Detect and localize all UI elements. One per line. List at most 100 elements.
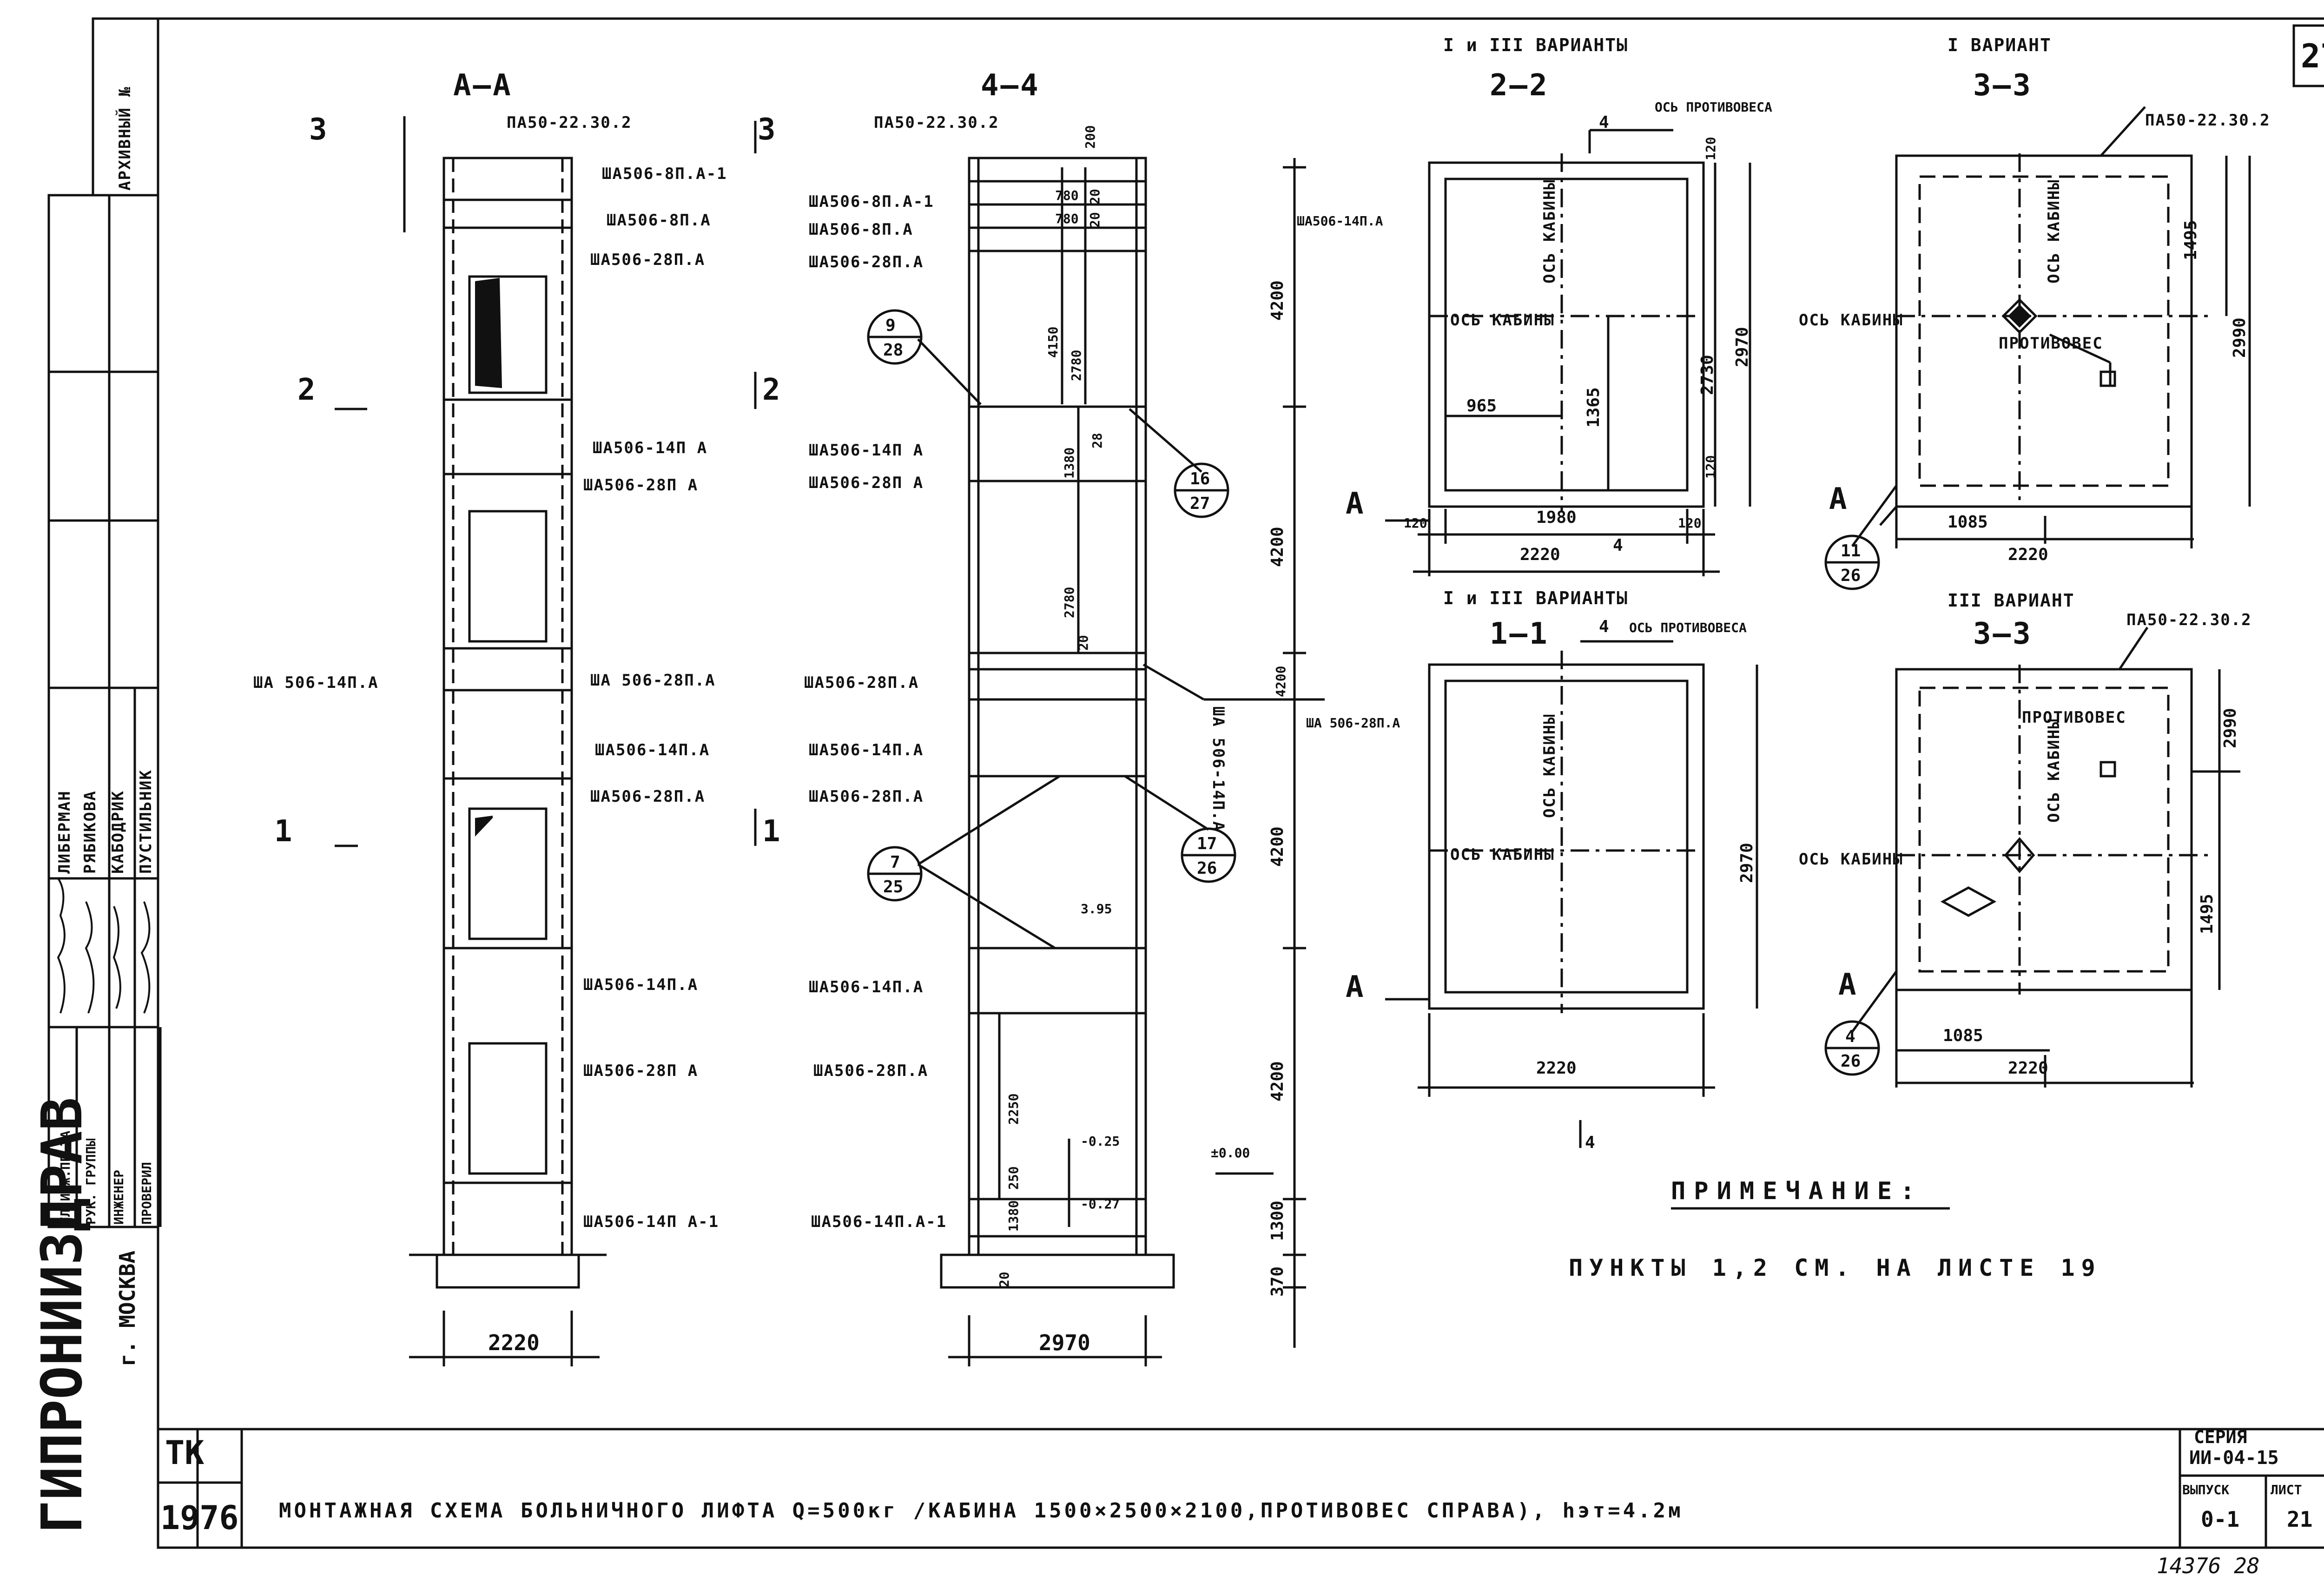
s22-cut-b: 4 <box>1613 536 1623 555</box>
aa-label: ША506-14П А <box>593 439 707 457</box>
name-checker: ПУСТИЛЬНИК <box>137 769 155 874</box>
section-44-title: 4—4 <box>981 68 1040 103</box>
section-44-geometry <box>917 157 1325 1366</box>
s44-dim-inner: 20 <box>1076 635 1091 651</box>
s22-dim-left: 120 <box>1404 515 1427 531</box>
tb-year: 1976 <box>160 1499 239 1537</box>
s33b-variant: III ВАРИАНТ <box>1948 590 2075 611</box>
s22-axis-cab-h: ОСЬ КАБИНЫ <box>1450 311 1555 330</box>
tb-issue-value: 0-1 <box>2201 1507 2239 1532</box>
s44-dim-inner: 200 <box>1083 125 1098 149</box>
s44-dim-inner: 20 <box>1087 212 1103 228</box>
role-group: РУК. ГРУППЫ <box>83 1138 99 1225</box>
s44-dim-inner: 780 <box>1055 188 1079 203</box>
s44-dim-inner: 2780 <box>1062 587 1077 618</box>
sheet-number: 27 <box>2301 37 2324 75</box>
s44-label: ША506-14П.А-1 <box>811 1213 947 1231</box>
s33b-dim: 1085 <box>1943 1026 1983 1045</box>
bubble-den: 26 <box>1197 859 1217 878</box>
aa-label: ША506-8П.А-1 <box>602 165 727 183</box>
s11-a-label: А <box>1346 970 1366 1004</box>
s44-label: ША506-14П.А <box>809 978 924 996</box>
s11-axis-cab-h: ОСЬ КАБИНЫ <box>1450 845 1555 864</box>
tb-series-value: ИИ-04-15 <box>2189 1447 2279 1469</box>
s33b-dim: 1495 <box>2198 894 2217 934</box>
bubble-num: 9 <box>885 316 896 335</box>
bubble-num: 4 <box>1845 1027 1855 1046</box>
s33a-top-label: ПА50-22.30.2 <box>2145 111 2271 130</box>
s44-vert-label: ША 506-14П.А <box>1209 706 1228 832</box>
s44-label: ША506-28П.А <box>804 673 919 692</box>
s33b-dim: 2220 <box>2008 1059 2048 1078</box>
tb-sheet-value: 21 <box>2287 1507 2312 1532</box>
s33a-dim: 1085 <box>1948 513 1988 532</box>
section-aa-cut2-right: 2 <box>762 373 782 407</box>
s33a-axis-cab-h: ОСЬ КАБИНЫ <box>1799 311 1903 330</box>
bubble-den: 26 <box>1841 566 1861 585</box>
s33a-axis-cab: ОСЬ КАБИНЫ <box>2045 179 2063 284</box>
s22-dim: 965 <box>1466 396 1497 415</box>
s22-left-label: ША506-14П.А <box>1297 213 1383 229</box>
s11-axis-cw: ОСЬ ПРОТИВОВЕСА <box>1629 620 1747 635</box>
tb-series-label: СЕРИЯ <box>2194 1427 2247 1447</box>
aa-label: ША 506-28П.А <box>590 671 716 690</box>
s44-dim-right: 4200 <box>1273 666 1288 697</box>
section-22-geometry <box>1385 129 1751 576</box>
section-aa-cut3-right: 3 <box>758 112 778 147</box>
tb-code: ТК <box>165 1434 204 1472</box>
s11-cut: 4 <box>1599 617 1609 636</box>
section-aa-top-label: ПА50-22.30.2 <box>507 113 632 132</box>
section-aa-cut1-left: 1 <box>274 814 294 849</box>
bubble-den: 26 <box>1841 1052 1861 1071</box>
section-11-geometry <box>1385 640 1758 1148</box>
s22-dim: 2220 <box>1520 545 1560 564</box>
s22-title: 2—2 <box>1490 68 1549 103</box>
aa-label: ША506-14П А-1 <box>583 1213 719 1231</box>
note-text: ПУНКТЫ 1,2 СМ. НА ЛИСТЕ 19 <box>1569 1254 2102 1281</box>
aa-label: ША506-28П А <box>583 476 698 495</box>
s22-dim: 120 <box>1703 455 1718 479</box>
bubble-den: 25 <box>883 877 903 897</box>
bubble-den: 27 <box>1190 494 1210 513</box>
s11-axis-cab: ОСЬ КАБИНЫ <box>1540 713 1559 818</box>
aa-label: ША506-28П.А <box>590 787 705 806</box>
s44-dim-inner: 250 <box>1006 1166 1021 1190</box>
s44-dim-right: 4200 <box>1268 280 1287 321</box>
section-aa-cut1-right: 1 <box>762 814 782 849</box>
s22-dim: 2730 <box>1698 355 1717 395</box>
s44-label: ША506-8П.А-1 <box>809 192 934 211</box>
s44-dim-inner: 2250 <box>1006 1094 1021 1125</box>
s33a-a-label: А <box>1829 482 1849 516</box>
s22-dim: 2970 <box>1733 327 1752 367</box>
s22-cut: 4 <box>1599 113 1609 132</box>
s33b-axis-cab-h: ОСЬ КАБИНЫ <box>1799 850 1903 869</box>
aa-bottom-dim: 2220 <box>488 1330 540 1355</box>
role-checker: ПРОВЕРИЛ <box>139 1162 154 1225</box>
s11-dim: 2220 <box>1536 1059 1577 1078</box>
s44-dim-right: 4200 <box>1268 527 1287 567</box>
s22-variant: I и III ВАРИАНТЫ <box>1443 35 1628 55</box>
tb-sheet-label: ЛИСТ <box>2271 1482 2302 1497</box>
s33b-axis-cab: ОСЬ КАБИНЫ <box>2045 718 2063 823</box>
s33b-top-label: ПА50-22.30.2 <box>2126 611 2252 629</box>
note-heading: ПРИМЕЧАНИЕ: <box>1671 1177 1923 1205</box>
section-33-iii-geometry <box>1851 626 2240 1088</box>
s22-axis-cab: ОСЬ КАБИНЫ <box>1540 179 1559 284</box>
section-aa-cut3-left: 3 <box>309 112 329 147</box>
s22-axis-cw: ОСЬ ПРОТИВОВЕСА <box>1655 99 1772 115</box>
s44-dim-inner: 20 <box>997 1272 1012 1287</box>
s33a-title: 3—3 <box>1973 68 2033 103</box>
s44-dim-inner: 1380 <box>1062 448 1077 479</box>
s11-left-label: ША 506-28П.А <box>1306 715 1400 731</box>
s44-small-dim: 28 <box>1089 433 1105 448</box>
name-group: РЯБИКОВА <box>81 790 99 874</box>
role-chief: ГЛ.ИНЖ.ПР-ТА <box>58 1131 73 1225</box>
archive-label: АРХИВНЫЙ № <box>115 86 134 191</box>
bubble-num: 17 <box>1197 834 1217 853</box>
s11-variant: I и III ВАРИАНТЫ <box>1443 588 1628 608</box>
s44-level: -0.25 <box>1081 1134 1120 1149</box>
s44-label: ША506-14П А <box>809 441 924 460</box>
section-aa-geometry <box>335 116 757 1366</box>
s11-title: 1—1 <box>1490 617 1549 651</box>
